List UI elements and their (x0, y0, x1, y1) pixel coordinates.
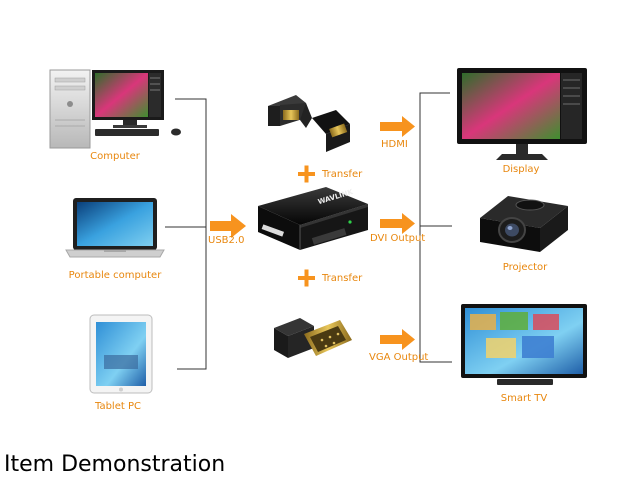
source-label-computer: Computer (90, 151, 140, 162)
output-bracket-line (419, 92, 452, 363)
transfer-label: Transfer (322, 169, 363, 180)
projector-icon (480, 196, 568, 252)
tablet-icon (89, 314, 153, 394)
hdmi-port-label: HDMI (381, 139, 408, 150)
plus-icon (298, 269, 315, 287)
device-label-display: Display (502, 164, 540, 175)
source-label-portable-computer: Portable computer (68, 270, 162, 281)
source-label-tablet-pc: Tablet PC (95, 401, 141, 412)
vga-adapter-icon (274, 318, 352, 358)
dvi-port-label: DVI Output (370, 233, 426, 244)
desktop-computer-icon (49, 69, 181, 149)
transfer-label: Transfer (322, 273, 363, 284)
footer-caption: Item Demonstration (4, 452, 226, 477)
usb-input-label: USB2.0 (208, 235, 245, 246)
vga-port-label: VGA Output (369, 352, 429, 363)
device-label-projector: Projector (502, 262, 548, 273)
plus-icon (298, 165, 315, 183)
device-label-smart-tv: Smart TV (500, 393, 548, 404)
arrow-hdmi-out (380, 116, 415, 137)
source-bracket-line (175, 98, 207, 370)
connector-lines (165, 92, 452, 370)
hdmi-adapter-icon (268, 95, 350, 152)
arrow-usb-input (210, 214, 246, 238)
arrow-vga-out (380, 329, 415, 350)
usb-display-adapter-icon (258, 187, 368, 250)
arrow-dvi-out (380, 213, 415, 234)
monitor-icon (457, 68, 587, 160)
laptop-icon (65, 198, 165, 258)
smart-tv-icon (461, 304, 587, 385)
